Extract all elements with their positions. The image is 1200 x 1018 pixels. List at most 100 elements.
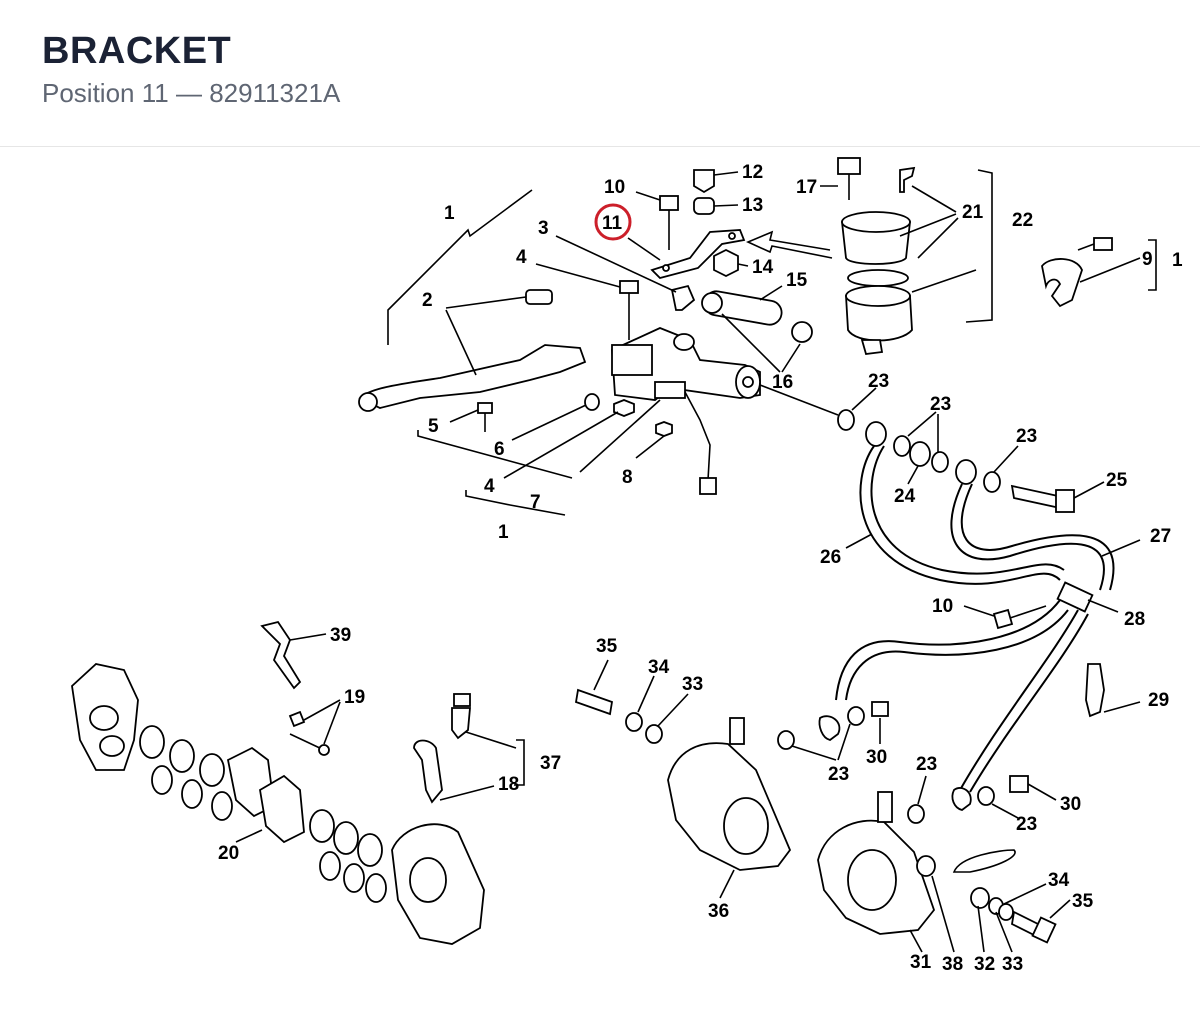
clamp-screw-9-shank bbox=[1077, 243, 1095, 251]
leader-25 bbox=[1073, 481, 1105, 499]
banjo-bolt-25-head bbox=[1055, 489, 1075, 513]
callout-22: 22 bbox=[1012, 210, 1033, 231]
leader-23d bbox=[993, 445, 1019, 473]
bracket-brace-1c bbox=[465, 490, 566, 516]
washer-34b bbox=[998, 903, 1014, 921]
leader-21b bbox=[899, 213, 957, 237]
leader-38 bbox=[931, 875, 955, 953]
callout-15: 15 bbox=[786, 270, 808, 291]
callout-23e: 23 bbox=[916, 754, 937, 775]
hose-left-outer bbox=[845, 609, 1069, 701]
pivot-bolt-head bbox=[619, 280, 639, 294]
leader-8 bbox=[635, 435, 665, 459]
caliper-37-bore bbox=[409, 857, 447, 903]
callout-23c: 23 bbox=[1016, 426, 1037, 447]
banjo-bolt-25 bbox=[1010, 484, 1062, 510]
screw-21 bbox=[899, 166, 916, 193]
callout-38: 38 bbox=[942, 954, 963, 975]
caliper-36-bore bbox=[723, 797, 769, 855]
caliper-36-bleeder bbox=[729, 717, 745, 745]
callout-30b: 30 bbox=[1060, 794, 1081, 815]
washer-23e bbox=[777, 730, 795, 750]
leader-35a bbox=[593, 659, 609, 691]
leader-15 bbox=[759, 285, 783, 301]
callout-10a: 10 bbox=[604, 177, 625, 198]
switch-connector bbox=[699, 477, 717, 495]
leader-7 bbox=[579, 399, 661, 473]
callout-34a: 34 bbox=[648, 657, 670, 678]
washer-33a bbox=[645, 724, 663, 744]
leader-36 bbox=[719, 869, 735, 899]
callout-30a: 30 bbox=[866, 747, 887, 768]
callout-32: 32 bbox=[974, 954, 995, 975]
leader-20 bbox=[235, 829, 263, 843]
callout-26: 26 bbox=[820, 547, 841, 568]
washer-23c bbox=[931, 451, 949, 473]
leader-26 bbox=[845, 533, 873, 549]
leader-6 bbox=[511, 404, 587, 441]
leader-11 bbox=[627, 237, 661, 261]
brake-lever bbox=[358, 344, 587, 409]
bracket-brace-37 bbox=[514, 739, 525, 786]
banjo-eye-b bbox=[955, 459, 977, 485]
bolt-30b bbox=[1009, 775, 1029, 793]
reservoir-cap-top bbox=[841, 211, 911, 233]
part-number: 82911321A bbox=[209, 78, 341, 108]
bracket-hole-a bbox=[662, 264, 670, 272]
hose-27-outer bbox=[960, 483, 1115, 591]
callout-1b: 1 bbox=[498, 522, 509, 543]
leader-39 bbox=[289, 633, 327, 641]
hose-27 bbox=[950, 483, 1105, 591]
callout-5: 5 bbox=[428, 416, 439, 437]
leader-9 bbox=[1079, 257, 1141, 283]
leader-10a bbox=[635, 191, 661, 201]
leader-2a bbox=[445, 296, 527, 309]
callout-16: 16 bbox=[772, 372, 793, 393]
clamp-screw-9 bbox=[1093, 237, 1113, 251]
part-subtitle: Position 11 — 82911321A bbox=[42, 78, 340, 109]
callout-9: 9 bbox=[1142, 249, 1153, 270]
callout-1c: 1 bbox=[1172, 250, 1183, 271]
brake-pad-b bbox=[259, 774, 305, 844]
junction-28 bbox=[1056, 581, 1094, 613]
caliper-31-bleeder bbox=[877, 791, 893, 823]
leader-12 bbox=[713, 171, 739, 176]
hose-26-outer bbox=[870, 445, 1065, 575]
callout-4a: 4 bbox=[516, 247, 527, 268]
callout-17: 17 bbox=[796, 177, 817, 198]
callout-35a: 35 bbox=[596, 636, 618, 657]
clip-39 bbox=[260, 620, 302, 690]
callout-21: 21 bbox=[962, 202, 984, 223]
callout-24: 24 bbox=[894, 486, 916, 507]
callout-14: 14 bbox=[752, 257, 774, 278]
leader-19a bbox=[303, 699, 341, 721]
bolt-10b-shank bbox=[1009, 605, 1047, 619]
bracket-29 bbox=[1085, 663, 1105, 718]
switch-wire bbox=[684, 391, 711, 481]
hose-clamp-b bbox=[791, 321, 813, 343]
caliper-36-body bbox=[667, 742, 792, 871]
callout-33a: 33 bbox=[682, 674, 703, 695]
header: BRACKET Position 11 — 82911321A bbox=[0, 0, 1200, 147]
exploded-parts-diagram: 1 2 3 4 5 6 4 7 8 1 10 11 12 13 14 15 16… bbox=[71, 157, 1183, 975]
caliper-bore-a bbox=[89, 705, 119, 731]
callout-25: 25 bbox=[1106, 470, 1128, 491]
pin-19-shaft bbox=[289, 733, 325, 751]
leader-28 bbox=[1087, 599, 1119, 613]
callout-31: 31 bbox=[910, 952, 932, 973]
leader-23g bbox=[991, 803, 1019, 819]
highlight-ring-11 bbox=[594, 203, 632, 241]
separator: — bbox=[175, 78, 202, 108]
cylinder-boss bbox=[673, 333, 695, 351]
callout-18: 18 bbox=[498, 774, 519, 795]
leader-27 bbox=[1101, 539, 1141, 557]
reservoir-body bbox=[845, 295, 913, 342]
leader-33a bbox=[657, 693, 689, 727]
banjo-eye-c bbox=[818, 715, 841, 741]
hose-right bbox=[959, 609, 1079, 791]
page-title: BRACKET bbox=[42, 30, 232, 72]
switch-body bbox=[654, 381, 686, 399]
hose-clamp-a bbox=[701, 292, 723, 314]
bolt-35b-head bbox=[1031, 916, 1057, 944]
leader-10b bbox=[963, 605, 995, 617]
